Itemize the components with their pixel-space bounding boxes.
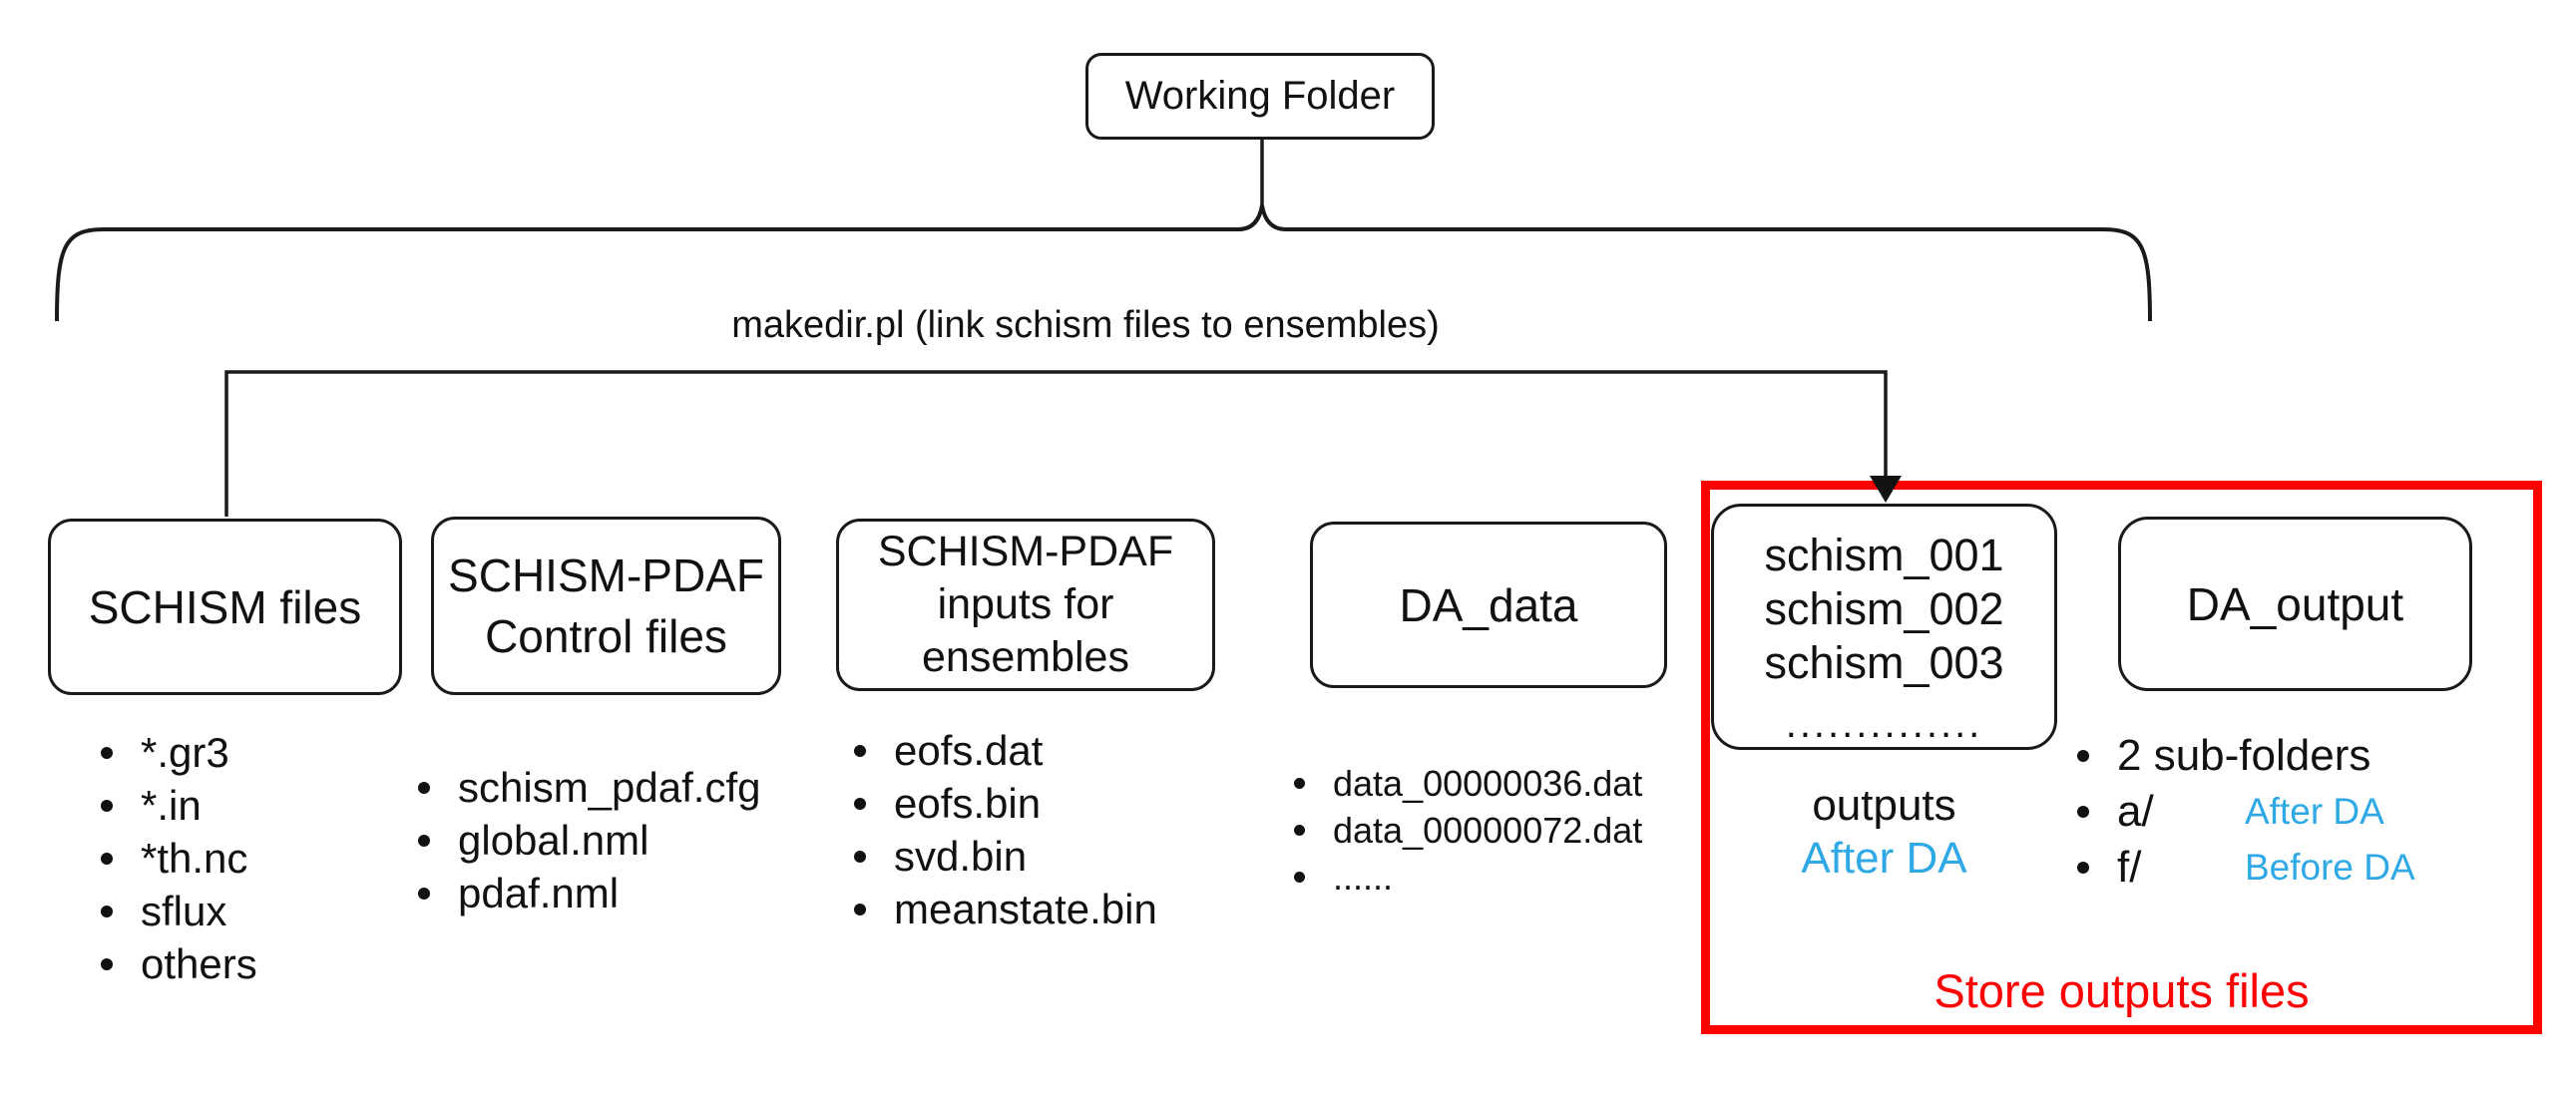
ensemble-inputs-label-line2: inputs for	[937, 580, 1114, 628]
list-item: eofs.dat	[854, 724, 1157, 777]
control-files-label-line2: Control files	[485, 609, 727, 662]
control-files-label-line1: SCHISM-PDAF	[448, 548, 764, 601]
elbow-connector	[224, 370, 1888, 517]
bullet-icon	[418, 781, 430, 794]
list-item: f/Before DA	[2077, 840, 2415, 896]
working-folder-label: Working Folder	[1124, 74, 1396, 118]
schism-files-label: SCHISM files	[88, 580, 362, 633]
ensemble-inputs-label-line1: SCHISM-PDAF	[877, 528, 1174, 575]
store-outputs-highlight-rect	[1701, 481, 2542, 1034]
ensemble-inputs-list: eofs.dat eofs.bin svd.bin meanstate.bin	[854, 724, 1157, 935]
list-item-note: Before DA	[2245, 847, 2415, 888]
bullet-icon	[418, 887, 430, 900]
da-output-list: 2 sub-folders a/After DA f/Before DA	[2077, 728, 2415, 896]
da-output-label: DA_output	[2186, 577, 2404, 630]
schism-files-list: *.gr3 *.in *th.nc sflux others	[101, 726, 257, 990]
list-item: eofs.bin	[854, 777, 1157, 830]
bullet-icon	[101, 905, 113, 917]
list-item-label: sflux	[141, 887, 227, 934]
bullet-icon	[854, 903, 866, 915]
list-item: *.in	[101, 779, 257, 832]
list-item-label: a/	[2117, 787, 2154, 836]
store-outputs-caption: Store outputs files	[1933, 964, 2310, 1017]
ensemble-folders-box: schism_001 schism_002 schism_003 .......…	[1711, 504, 2057, 750]
list-item-label: pdaf.nml	[458, 869, 620, 916]
bullet-icon	[2077, 750, 2089, 762]
bullet-icon	[101, 799, 113, 812]
bullet-icon	[101, 957, 113, 970]
da-data-list: data_00000036.dat data_00000072.dat ....…	[1294, 760, 1642, 901]
bullet-icon	[1294, 872, 1305, 883]
list-item: *th.nc	[101, 832, 257, 885]
list-item-label: f/	[2117, 843, 2142, 892]
list-item-label: svd.bin	[894, 832, 1028, 880]
list-item-note: After DA	[2245, 791, 2384, 832]
working-folder-box: Working Folder	[1085, 53, 1435, 140]
bullet-icon	[1294, 778, 1305, 789]
list-item: sflux	[101, 885, 257, 937]
list-item-label: 2 sub-folders	[2117, 731, 2371, 780]
control-files-box: SCHISM-PDAF Control files	[431, 517, 781, 695]
list-item-label: eofs.bin	[894, 779, 1042, 827]
ensemble-inputs-box: SCHISM-PDAF inputs for ensembles	[836, 519, 1215, 691]
bullet-icon	[1294, 825, 1305, 836]
list-item: 2 sub-folders	[2077, 728, 2415, 784]
arrowhead	[1870, 476, 1902, 503]
list-item: global.nml	[418, 814, 760, 867]
da-data-box: DA_data	[1310, 522, 1667, 688]
brace-connector	[55, 204, 2152, 322]
list-item-label: global.nml	[458, 816, 649, 864]
list-item: data_00000036.dat	[1294, 760, 1642, 807]
ensembles-caption-after-da: After DA	[1801, 834, 1967, 883]
list-item: others	[101, 937, 257, 990]
bullet-icon	[854, 850, 866, 863]
bullet-icon	[418, 834, 430, 847]
list-item-label: data_00000036.dat	[1333, 762, 1643, 804]
da-data-label: DA_data	[1399, 578, 1578, 631]
list-item: *.gr3	[101, 726, 257, 779]
list-item: ......	[1294, 854, 1642, 901]
list-item-label: meanstate.bin	[894, 885, 1157, 932]
list-item: data_00000072.dat	[1294, 807, 1642, 854]
da-output-box: DA_output	[2118, 517, 2472, 691]
ensemble-folder-003: schism_003	[1764, 637, 2004, 688]
list-item-label: data_00000072.dat	[1333, 809, 1643, 851]
ensemble-folder-002: schism_002	[1764, 583, 2004, 634]
list-item-label: ......	[1333, 856, 1394, 898]
list-item: pdaf.nml	[418, 867, 760, 919]
list-item-label: eofs.dat	[894, 726, 1044, 774]
makedir-label: makedir.pl (link schism files to ensembl…	[731, 304, 1440, 346]
bullet-icon	[2077, 806, 2089, 818]
list-item-label: schism_pdaf.cfg	[458, 763, 761, 811]
bullet-icon	[854, 744, 866, 757]
bullet-icon	[101, 852, 113, 865]
list-item-label: others	[141, 939, 257, 987]
list-item-label: *.in	[141, 781, 202, 829]
ensemble-folder-ellipsis: ..............	[1785, 702, 1983, 746]
list-item: svd.bin	[854, 830, 1157, 883]
list-item-label: *th.nc	[141, 834, 248, 882]
bullet-icon	[854, 797, 866, 810]
ensemble-inputs-label-line3: ensembles	[922, 633, 1129, 681]
ensembles-caption-outputs: outputs	[1812, 781, 1956, 830]
control-files-list: schism_pdaf.cfg global.nml pdaf.nml	[418, 761, 760, 919]
list-item-label: *.gr3	[141, 728, 229, 776]
schism-files-box: SCHISM files	[48, 519, 402, 695]
list-item: schism_pdaf.cfg	[418, 761, 760, 814]
list-item: a/After DA	[2077, 784, 2415, 840]
ensemble-folder-001: schism_001	[1764, 530, 2004, 580]
bullet-icon	[101, 746, 113, 759]
bullet-icon	[2077, 862, 2089, 874]
list-item: meanstate.bin	[854, 883, 1157, 935]
